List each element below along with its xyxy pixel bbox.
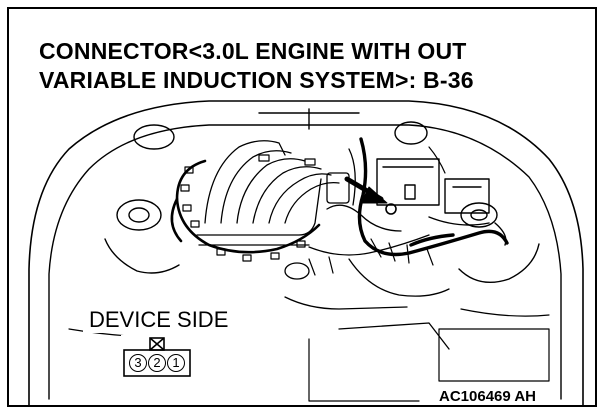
wiring-harness-left xyxy=(170,159,321,254)
intake-manifold xyxy=(196,140,340,246)
connector-pointer-arrow xyxy=(344,176,388,204)
connector-housing-icon xyxy=(123,337,191,377)
right-components xyxy=(376,158,507,246)
engine-bay-illustration xyxy=(28,100,584,405)
connector-pin-1: 1 xyxy=(167,354,185,372)
diagram-frame: CONNECTOR<3.0L ENGINE WITH OUT VARIABLE … xyxy=(7,7,597,407)
device-side-label: DEVICE SIDE xyxy=(83,307,235,333)
connector-pin-3: 3 xyxy=(129,354,147,372)
connector-face-diagram: 3 2 1 xyxy=(121,335,201,379)
center-components xyxy=(284,148,450,350)
title-line-2: VARIABLE INDUCTION SYSTEM>: B-36 xyxy=(39,67,474,93)
diagram-title: CONNECTOR<3.0L ENGINE WITH OUT VARIABLE … xyxy=(39,37,474,95)
title-line-1: CONNECTOR<3.0L ENGINE WITH OUT xyxy=(39,38,467,64)
connector-pin-2: 2 xyxy=(148,354,166,372)
figure-code: AC106469 AH xyxy=(439,388,536,405)
